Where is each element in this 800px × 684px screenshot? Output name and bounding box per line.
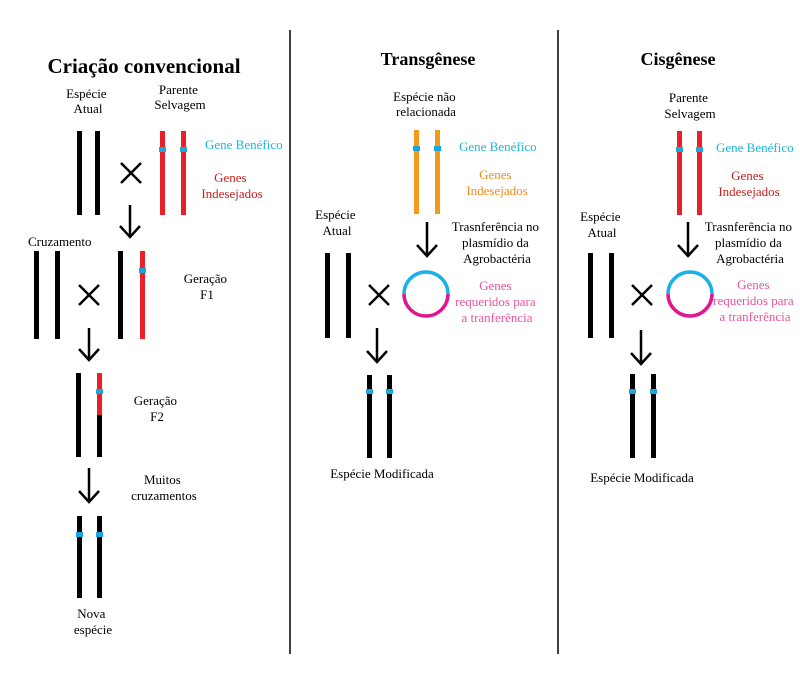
f1-left-chromosome-a [34,251,39,339]
foreign-chromosome-b [435,130,440,214]
cross-icon [631,284,653,306]
new-species-chromosome-b [97,516,102,598]
cisgenesis-modified-species-label: Espécie Modificada [590,470,694,485]
arrow-down-icon [416,222,438,258]
cisgenesis-current-species-label: Espécie Atual [580,209,624,240]
gene-marker [76,532,83,537]
modified-chromosome-b [651,374,656,458]
modified-chromosome-b [387,375,392,458]
f1-label: Geração F1 [184,271,231,302]
unrelated-species-label: Espécie não relacionada [393,89,459,119]
cross-icon [120,162,142,184]
f2-chromosome-a [76,373,81,457]
plasmid-icon [402,270,450,318]
arrow-down-icon [78,328,100,362]
gene-marker [139,268,146,273]
cisgenesis-wild-parent-label: Parente Selvagem [664,90,715,121]
f1-chromosome-b [140,251,145,339]
gene-marker [676,147,683,152]
gene-marker [180,147,187,152]
new-species-label: Nova espécie [74,606,112,637]
gene-marker [96,532,103,537]
gene-marker [629,389,636,394]
wild-chromosome-a [677,131,682,215]
cisgenesis-beneficial-gene-label: Gene Benéfico [716,140,794,155]
f1-left-chromosome-b [55,251,60,339]
transgenesis-unwanted-genes-label: Genes Indesejados [466,167,527,198]
conventional-title: Criação convencional [47,54,240,78]
gene-marker [159,147,166,152]
gene-marker [413,146,420,151]
plasmid-icon [666,270,714,318]
arrow-down-icon [677,222,699,258]
wild-chromosome-b [697,131,702,215]
current-chromosome-b [609,253,614,338]
transgenesis-modified-species-label: Espécie Modificada [330,466,434,481]
gene-marker [366,389,373,394]
transgenesis-required-genes-label: Genes requeridos para a tranferência [455,278,539,325]
cisgenesis-required-genes-label: Genes requeridos para a tranferência [713,277,797,324]
arrow-down-icon [78,468,100,504]
arrow-down-icon [366,328,388,364]
cisgenesis-transfer-label: Trasnferência no plasmídio da Agrobactér… [705,219,796,266]
arrow-down-icon [119,205,141,239]
wild-chromosome-a [160,131,165,215]
current-chromosome-b [95,131,100,215]
cisgenesis-title: Cisgênese [641,49,716,69]
f2-label: Geração F2 [134,393,181,424]
foreign-chromosome-a [414,130,419,214]
gene-marker [386,389,393,394]
current-chromosome-a [325,253,330,338]
modified-chromosome-a [630,374,635,458]
conventional-wild-parent-label: Parente Selvagem [154,82,205,112]
cross-icon [368,284,390,306]
cisgenesis-unwanted-genes-label: Genes Indesejados [718,168,779,199]
current-chromosome-b [346,253,351,338]
conventional-beneficial-gene-label: Gene Benéfico [205,137,283,152]
conventional-unwanted-genes-label: Genes Indesejados [201,170,262,201]
wild-chromosome-b [181,131,186,215]
gene-marker [434,146,441,151]
f1-chromosome-a [118,251,123,339]
crossing-label: Cruzamento [28,234,92,249]
transgenesis-current-species-label: Espécie Atual [315,207,359,238]
modified-chromosome-a [367,375,372,458]
current-chromosome-a [588,253,593,338]
conventional-current-species-label: Espécie Atual [66,86,110,116]
transgenesis-transfer-label: Trasnferência no plasmídio da Agrobactér… [452,219,543,266]
gene-marker [650,389,657,394]
current-chromosome-a [77,131,82,215]
arrow-down-icon [630,330,652,366]
gene-marker [696,147,703,152]
new-species-chromosome-a [77,516,82,598]
transgenesis-title: Transgênese [381,49,476,69]
transgenesis-beneficial-gene-label: Gene Benéfico [459,139,537,154]
gene-marker [96,389,103,394]
cross-icon [78,284,100,306]
many-crosses-label: Muitos cruzamentos [131,472,197,503]
